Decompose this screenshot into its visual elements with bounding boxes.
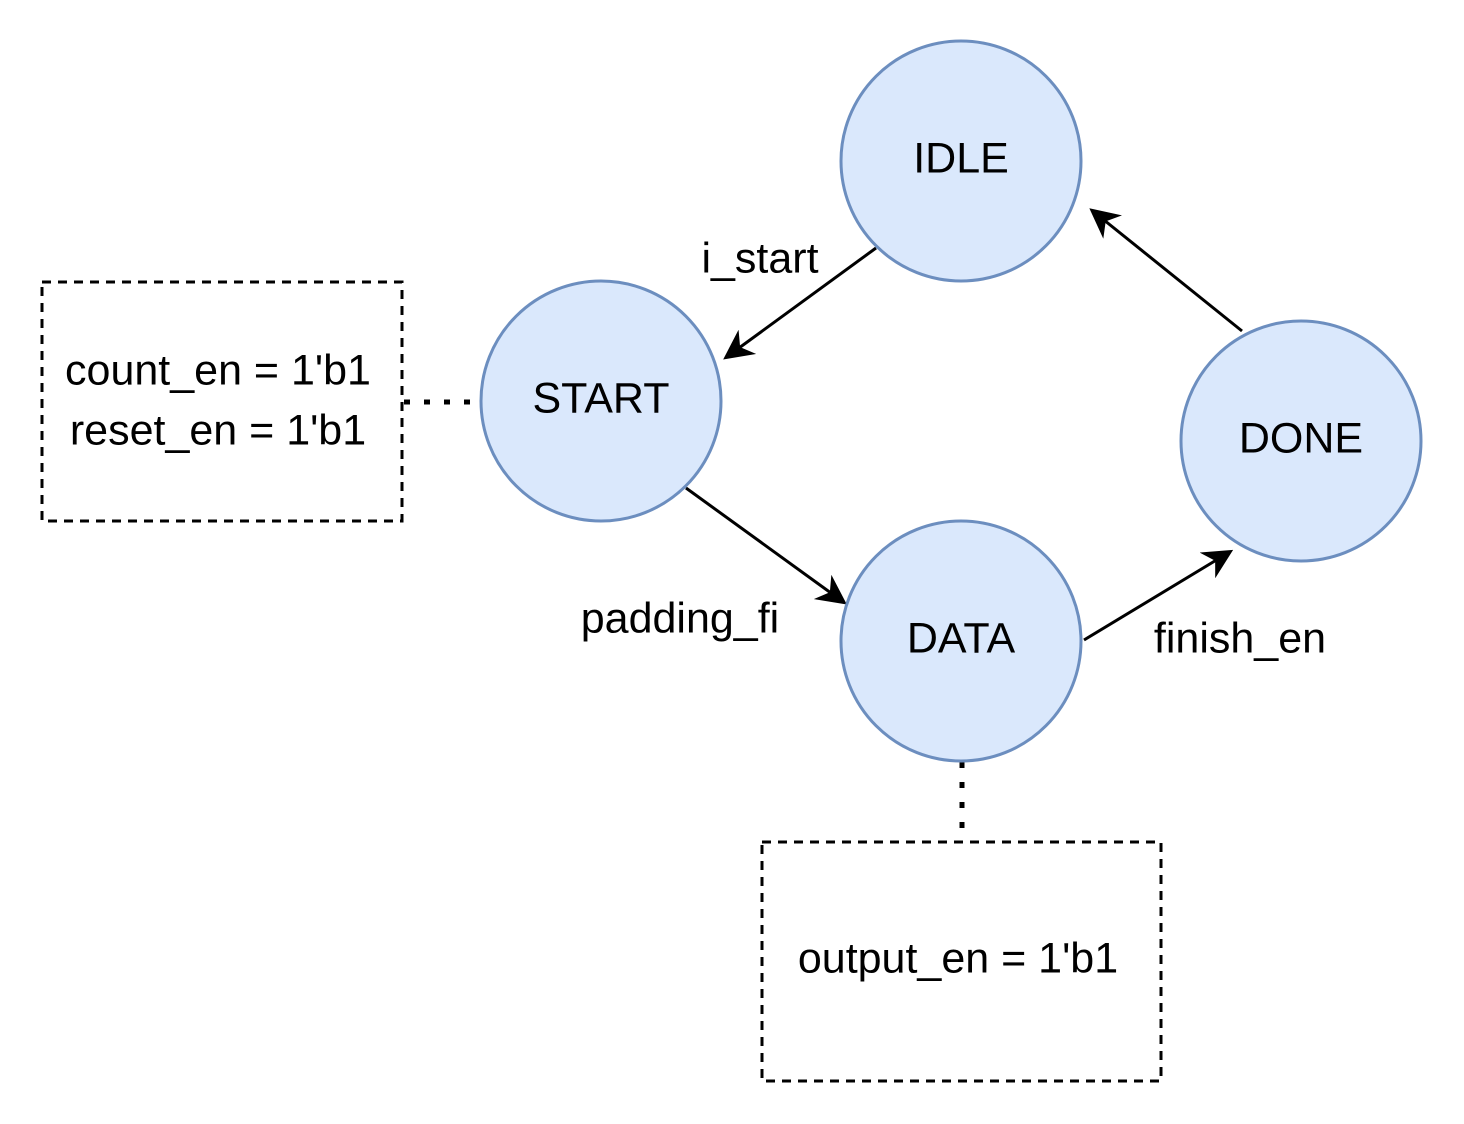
state-start <box>479 279 723 523</box>
edge-done-to-idle <box>1089 208 1243 333</box>
transition-label-padding-fi: padding_fi <box>581 594 779 642</box>
state-data-label: DATA <box>907 614 1016 662</box>
edge-start-to-data <box>685 486 847 605</box>
note-data-line-1: output_en = 1'b1 <box>798 934 1118 982</box>
state-data <box>839 519 1083 763</box>
state-done <box>1179 319 1423 563</box>
edge-idle-to-start <box>723 246 877 360</box>
note-start-line-2: reset_en = 1'b1 <box>70 406 366 454</box>
state-done-label: DONE <box>1239 414 1363 462</box>
note-box-data <box>760 840 1163 1083</box>
note-box-start <box>40 280 404 523</box>
state-idle <box>839 39 1083 283</box>
state-idle-label: IDLE <box>913 134 1009 182</box>
edge-data-to-done <box>1083 549 1234 642</box>
note-start-line-1: count_en = 1'b1 <box>65 346 371 394</box>
transition-label-i-start: i_start <box>701 234 818 282</box>
state-start-label: START <box>533 374 670 422</box>
transition-label-finish-en: finish_en <box>1154 614 1326 662</box>
